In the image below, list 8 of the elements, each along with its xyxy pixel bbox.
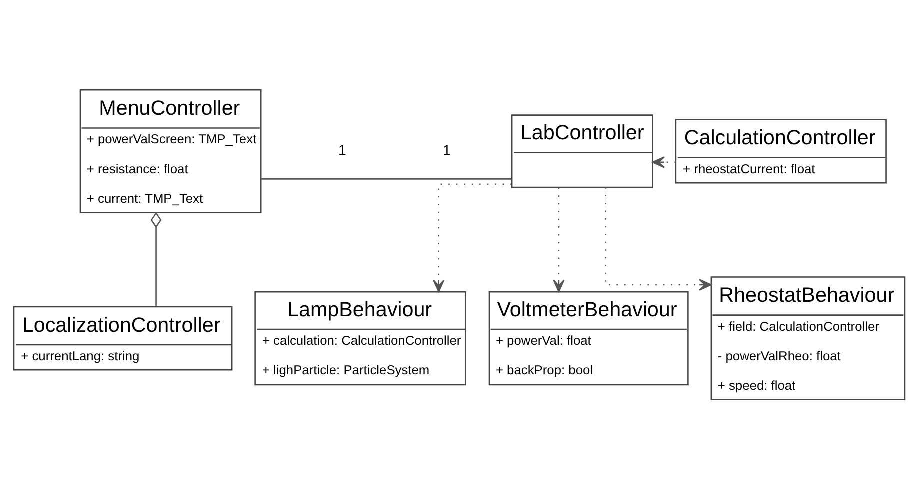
arrow [652,156,676,168]
arrow [605,188,712,291]
arrow [553,188,565,292]
connector [150,212,162,307]
arrow [432,184,512,292]
label: 1 [442,143,451,160]
connector [261,178,512,180]
label: 1 [338,143,346,160]
